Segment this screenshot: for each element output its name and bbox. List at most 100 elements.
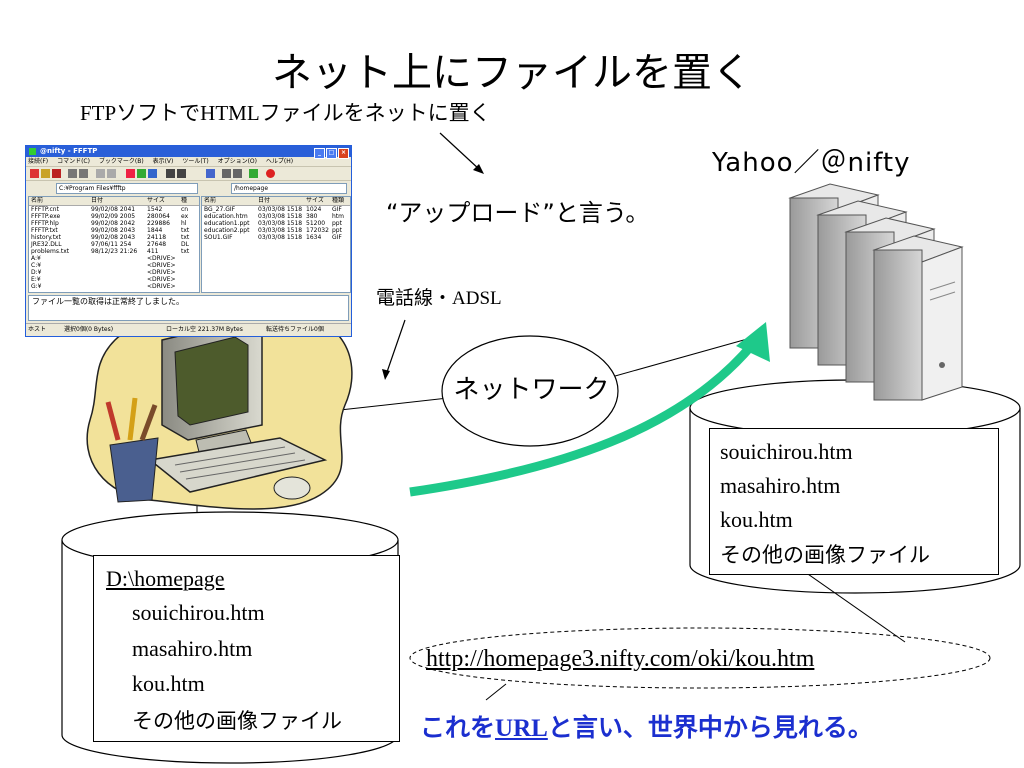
local-cell: <DRIVE> bbox=[147, 276, 176, 283]
remote-cell: education.htm bbox=[204, 213, 248, 220]
remote-cell: 03/03/08 1518 bbox=[258, 234, 303, 241]
list-view-icon[interactable] bbox=[222, 169, 231, 178]
connect-icon[interactable] bbox=[30, 169, 39, 178]
remote-col-type[interactable]: 種類 bbox=[332, 197, 345, 204]
local-col-date[interactable]: 日付 bbox=[91, 197, 104, 204]
computer-illustration bbox=[86, 318, 353, 510]
remote-cell: 172032 bbox=[306, 227, 329, 234]
mirror-icon[interactable] bbox=[148, 169, 157, 178]
menu-options[interactable]: オプション(O) bbox=[217, 158, 257, 165]
page-title: ネット上にファイルを置く bbox=[272, 50, 752, 96]
url-link[interactable]: http://homepage3.nifty.com/oki/kou.htm bbox=[426, 646, 815, 672]
download-icon[interactable] bbox=[68, 169, 77, 178]
detail-view-icon[interactable] bbox=[233, 169, 242, 178]
remote-col-date[interactable]: 日付 bbox=[258, 197, 271, 204]
remote-cell: 03/03/08 1518 bbox=[258, 227, 303, 234]
local-cell: txt bbox=[181, 234, 190, 241]
menu-connect[interactable]: 接続(F) bbox=[28, 158, 49, 165]
stop-icon[interactable] bbox=[266, 169, 275, 178]
local-cell: 98/12/23 21:26 bbox=[91, 248, 138, 255]
delete-icon[interactable] bbox=[96, 169, 105, 178]
network-server-line bbox=[607, 335, 759, 379]
mkdir-icon[interactable] bbox=[126, 169, 135, 178]
line-label: 電話線・ADSL bbox=[376, 288, 502, 309]
local-cell: E:¥ bbox=[31, 276, 41, 283]
local-file-box: D:\homepage souichirou.htm masahiro.htm … bbox=[93, 555, 400, 742]
local-file-row[interactable]: D:¥<DRIVE> bbox=[29, 269, 199, 276]
local-cell: 99/02/08 2041 bbox=[91, 206, 136, 213]
local-path-input[interactable]: C:¥Program Files¥ffftp bbox=[56, 183, 198, 194]
remote-cell: 03/03/08 1518 bbox=[258, 220, 303, 227]
remote-cell: 1024 bbox=[306, 206, 322, 213]
maximize-button[interactable]: □ bbox=[326, 148, 337, 159]
caption-url-word: URL bbox=[495, 715, 548, 742]
remote-cell: GIF bbox=[332, 206, 342, 213]
menu-command[interactable]: コマンド(C) bbox=[57, 158, 90, 165]
minimize-button[interactable]: _ bbox=[314, 148, 325, 159]
local-file-row[interactable]: C:¥ <DRIVE> bbox=[29, 262, 199, 269]
caption-before: これを bbox=[420, 713, 496, 742]
local-col-name[interactable]: 名前 bbox=[31, 197, 44, 204]
remote-path-input[interactable]: /homepage bbox=[231, 183, 347, 194]
status-host: ホスト bbox=[28, 326, 47, 333]
ftp-menubar: 接続(F) コマンド(C) ブックマーク(B) 表示(V) ツール(T) オプシ… bbox=[26, 157, 351, 167]
sync-icon[interactable] bbox=[249, 169, 258, 178]
app-icon bbox=[29, 148, 36, 155]
disconnect-icon[interactable] bbox=[52, 169, 61, 178]
status-local-free: ローカル空 221.37M Bytes bbox=[166, 326, 243, 333]
remote-cell: 1634 bbox=[306, 234, 322, 241]
refresh-icon[interactable] bbox=[206, 169, 215, 178]
ftp-statusbar: ホスト 選択0個(0 Bytes) ローカル空 221.37M Bytes 転送… bbox=[26, 323, 351, 336]
remote-col-size[interactable]: サイズ bbox=[306, 197, 324, 204]
rename-icon[interactable] bbox=[107, 169, 116, 178]
local-file-row[interactable]: A:¥<DRIVE> bbox=[29, 255, 199, 262]
remote-col-name[interactable]: 名前 bbox=[204, 197, 217, 204]
local-col-size[interactable]: サイズ bbox=[147, 197, 165, 204]
local-cell: FFFTP.exe bbox=[31, 213, 61, 220]
sjis-icon[interactable] bbox=[166, 169, 175, 178]
quick-connect-icon[interactable] bbox=[41, 169, 50, 178]
remote-cell: 380 bbox=[306, 213, 318, 220]
local-file-row[interactable]: G:¥<DRIVE> bbox=[29, 283, 199, 290]
local-cell: <DRIVE> bbox=[147, 269, 176, 276]
local-cell: C:¥ bbox=[31, 262, 42, 269]
line-arrow bbox=[382, 319, 406, 380]
upload-icon[interactable] bbox=[79, 169, 88, 178]
local-cell: ex bbox=[181, 213, 189, 220]
menu-help[interactable]: ヘルプ(H) bbox=[265, 158, 294, 165]
remote-cell: SOU1.GIF bbox=[204, 234, 233, 241]
local-cell: <DRIVE> bbox=[147, 262, 176, 269]
upload-label: “アップロード”と言う。 bbox=[386, 199, 650, 227]
local-cell: 99/02/09 2005 bbox=[91, 213, 136, 220]
server-file-box: souichirou.htm masahiro.htm kou.htm その他の… bbox=[709, 428, 999, 575]
local-cell: 99/02/08 2043 bbox=[91, 234, 136, 241]
menu-bookmark[interactable]: ブックマーク(B) bbox=[98, 158, 144, 165]
kanji-icon[interactable] bbox=[177, 169, 186, 178]
attr-icon[interactable] bbox=[137, 169, 146, 178]
menu-view[interactable]: 表示(V) bbox=[152, 158, 174, 165]
local-cell: hl bbox=[181, 220, 187, 227]
local-col-type[interactable]: 種 bbox=[181, 197, 188, 204]
ftp-window: @nifty - FFFTP _□× 接続(F) コマンド(C) ブックマーク(… bbox=[25, 145, 352, 337]
menu-tools[interactable]: ツール(T) bbox=[182, 158, 209, 165]
local-cell: txt bbox=[181, 227, 190, 234]
caption-callout-line bbox=[485, 683, 507, 701]
local-file-row[interactable]: E:¥ <DRIVE> bbox=[29, 276, 199, 283]
subtitle-arrow bbox=[439, 132, 484, 174]
local-cell: 229886 bbox=[147, 220, 170, 227]
close-button[interactable]: × bbox=[338, 148, 349, 159]
